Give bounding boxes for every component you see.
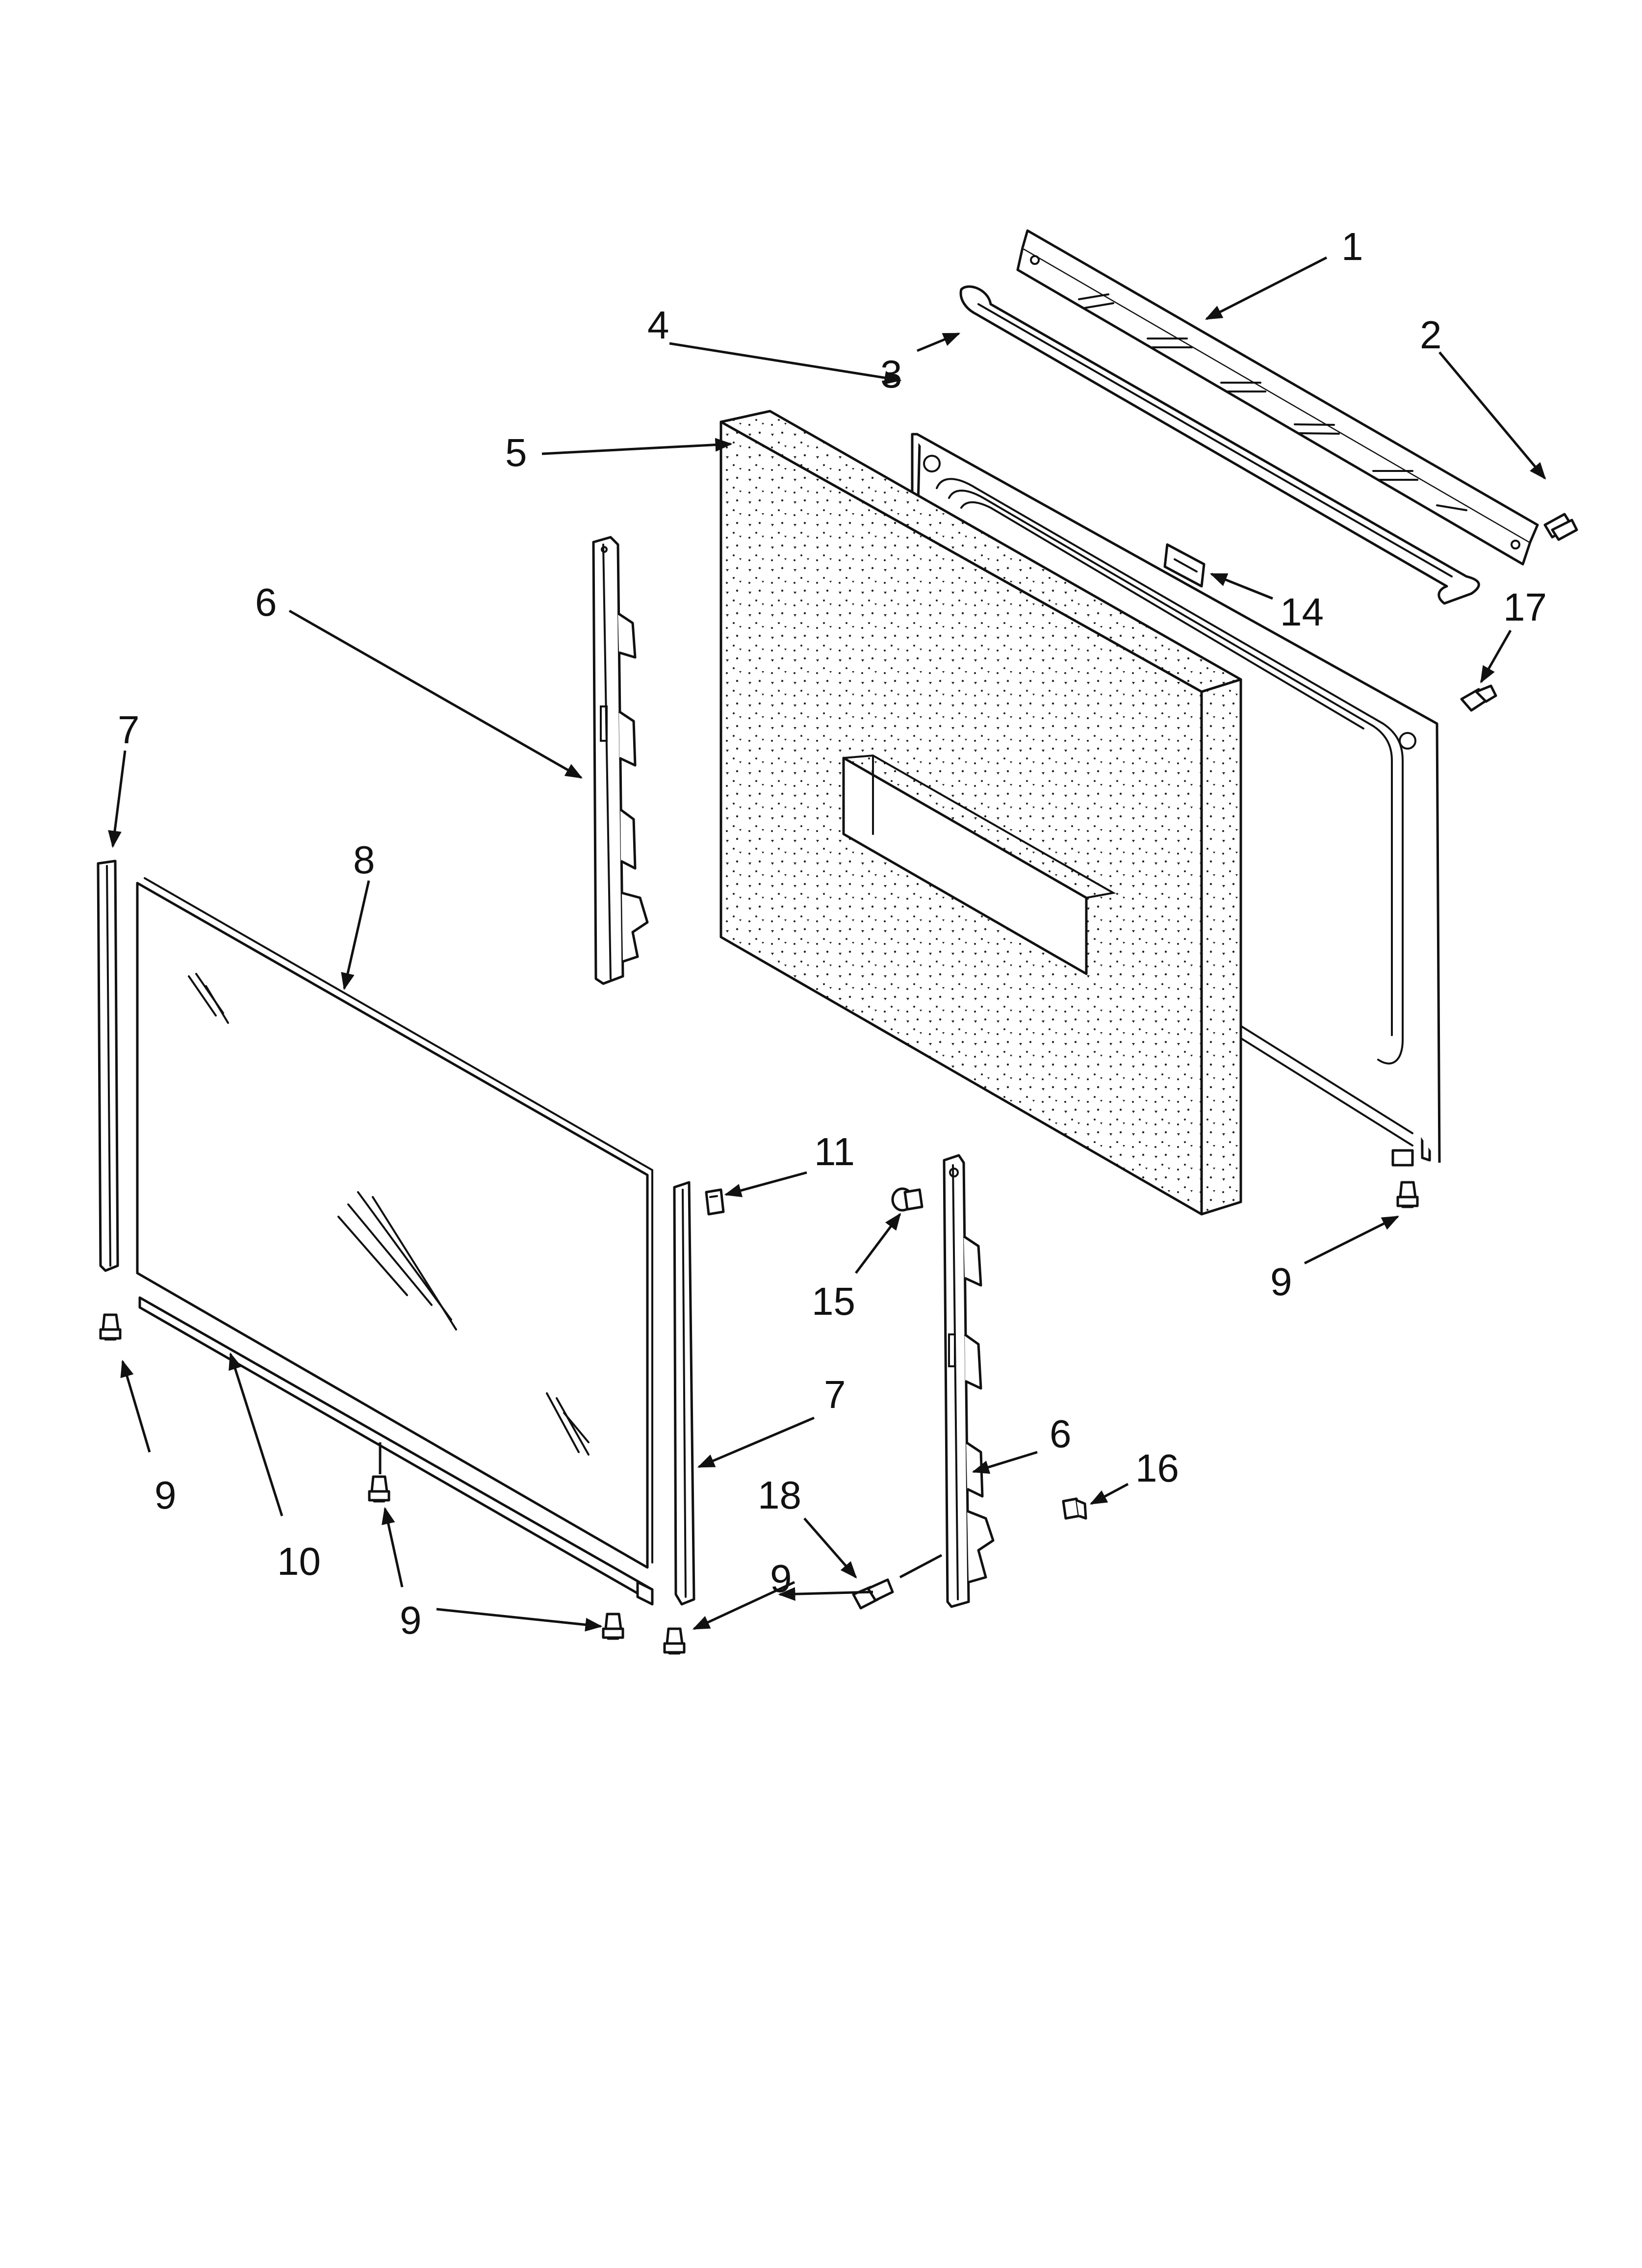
leader-6a [288,609,583,779]
callout-2: 2 [1420,313,1442,357]
leader-9c [778,1587,873,1601]
callout-1: 1 [1341,225,1363,268]
callout-6b: 6 [1050,1412,1072,1456]
callout-15: 15 [812,1279,855,1323]
callout-5: 5 [505,431,527,474]
callout-9d: 9 [400,1598,422,1642]
screw-part-17 [1460,684,1497,712]
callout-4: 4 [647,303,669,347]
side-trim-part-7-right [673,1181,695,1606]
leader-10 [229,1352,283,1516]
callout-9c: 9 [770,1557,792,1600]
screw-part-9-bottom-right [663,1627,686,1655]
leader-15 [855,1213,901,1274]
leader-14 [1209,573,1273,600]
leader-4 [669,342,902,385]
screw-part-9-center [368,1475,390,1503]
leader-7a [108,750,127,848]
callout-9b: 9 [154,1473,177,1517]
screw-part-2 [1543,513,1578,541]
callout-14: 14 [1280,590,1324,634]
leader-2 [1438,351,1546,480]
leader-8 [341,880,370,991]
leader-9d-bottom [436,1608,603,1632]
callout-labels: 1 2 3 4 5 6 7 8 14 17 11 15 9 7 6 16 9 1… [118,225,1547,1642]
hinge-channel-part-6-lower [943,1154,995,1608]
callout-17: 17 [1503,585,1547,629]
callout-7a: 7 [118,708,140,752]
leader-1 [1205,256,1328,320]
callout-7b: 7 [824,1373,846,1416]
callout-10: 10 [277,1539,321,1583]
leader-9d-center [382,1507,404,1588]
leader-lines [108,256,1546,1632]
vent-trim-part-1 [1016,229,1539,566]
screw-part-9-frame [1396,1181,1419,1208]
leader-17 [1480,629,1512,684]
leader-9c-screw [692,1581,795,1630]
leader-9a [1304,1215,1400,1265]
glass-panel-part-8 [136,877,653,1569]
leader-18 [803,1517,857,1579]
callout-16: 16 [1135,1446,1179,1490]
leader-9b [120,1359,151,1453]
leader-5 [541,438,733,455]
leader-3 [917,332,961,352]
leader-11 [724,1171,807,1198]
door-handle-part-3 [959,285,1480,605]
insulation-part-5 [719,410,1242,1216]
screw-part-9-bottom-left [602,1613,624,1640]
screw-part-9-left [99,1313,122,1341]
callout-6a: 6 [255,580,277,624]
clip-part-16 [1062,1497,1087,1520]
hinge-channel-part-6-upper [592,536,649,985]
callout-9a: 9 [1270,1260,1292,1303]
plug-part-15 [891,1187,924,1212]
screw-part-18 [852,1578,894,1610]
callout-8: 8 [353,838,375,882]
leader-6b-screw [899,1554,943,1579]
callout-11: 11 [814,1130,855,1173]
callout-3: 3 [880,352,902,396]
leader-16 [1089,1483,1129,1505]
side-trim-part-7-left [97,860,119,1272]
bracket-part-14 [1163,543,1206,588]
callout-18: 18 [758,1473,801,1517]
bottom-trim-part-10 [138,1296,654,1606]
leader-6b [972,1451,1038,1474]
leader-7b [697,1416,815,1468]
clip-part-11 [705,1188,725,1216]
